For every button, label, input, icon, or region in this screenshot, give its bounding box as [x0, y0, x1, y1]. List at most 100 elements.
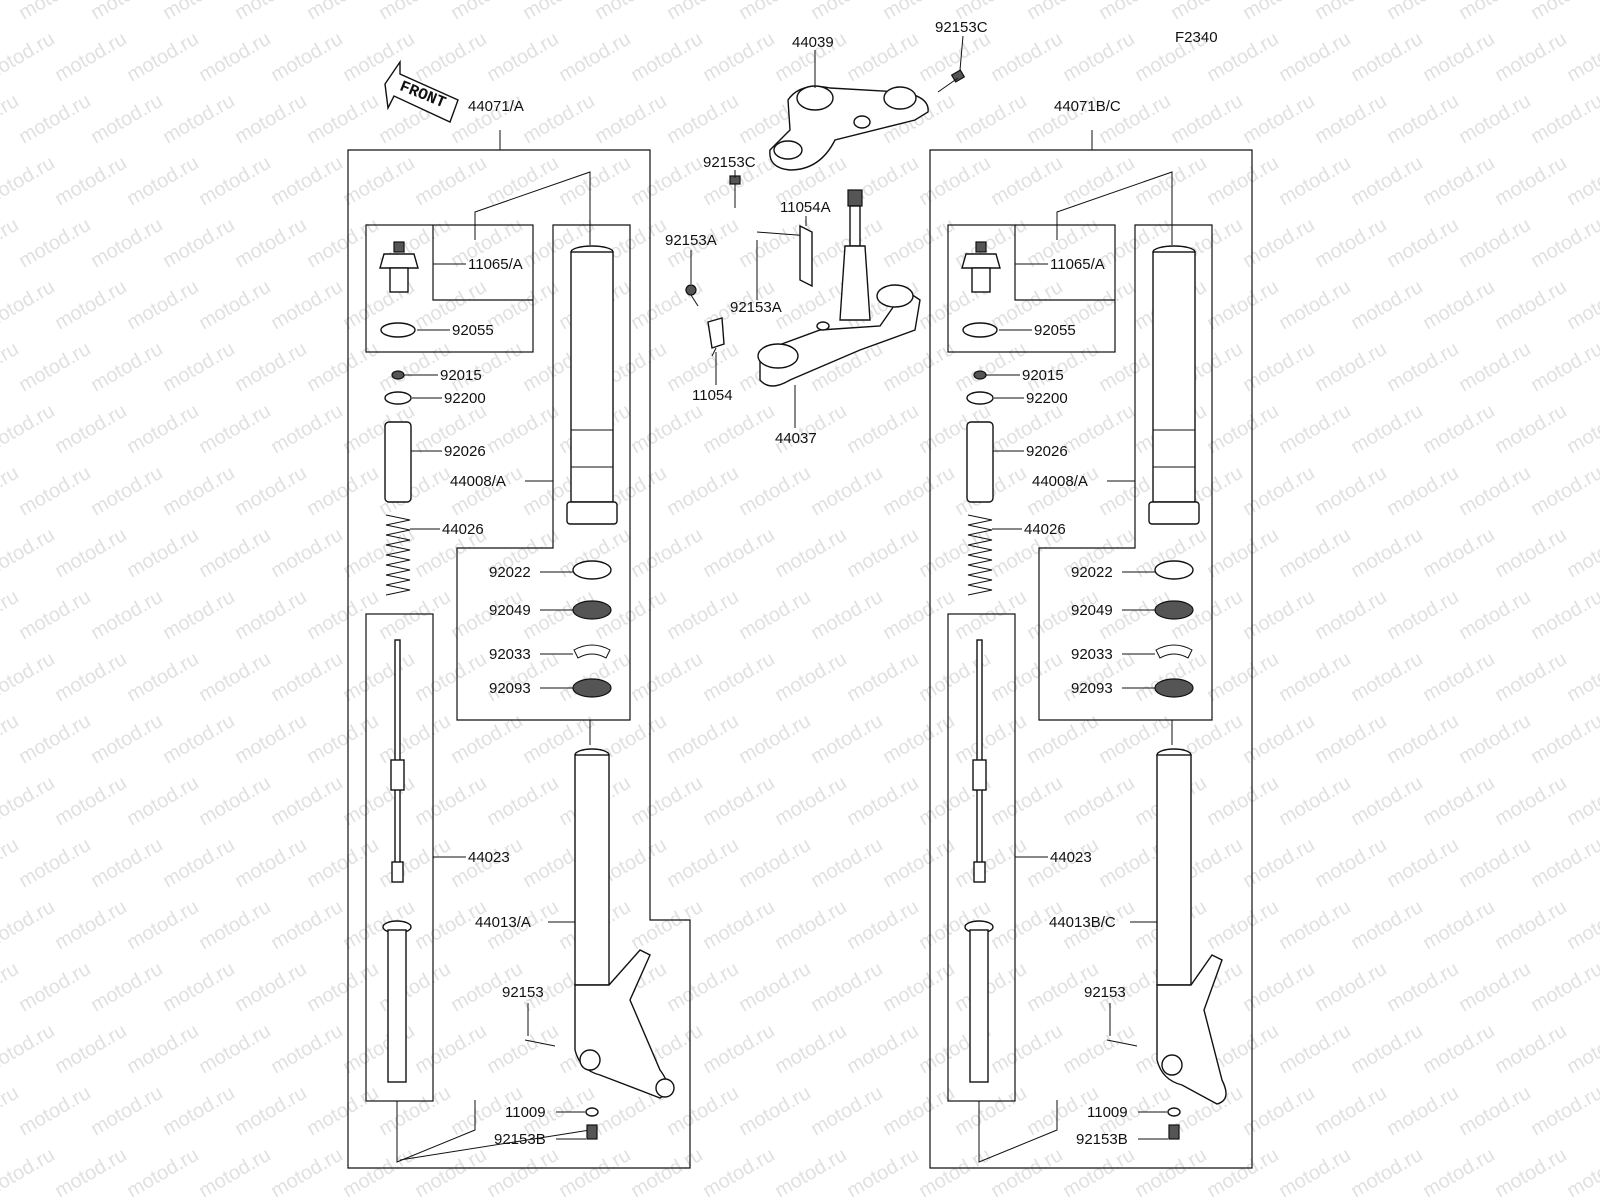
watermark-text: motod.ru: [915, 152, 994, 211]
watermark-text: motod.ru: [1347, 1020, 1426, 1079]
watermark-text: motod.ru: [87, 958, 166, 1017]
watermark-text: motod.ru: [1563, 152, 1600, 211]
watermark-text: motod.ru: [1275, 648, 1354, 707]
watermark-text: motod.ru: [627, 28, 706, 87]
watermark-text: motod.ru: [0, 276, 58, 335]
watermark-text: motod.ru: [663, 1082, 742, 1141]
watermark-text: motod.ru: [267, 152, 346, 211]
watermark-text: motod.ru: [1311, 710, 1390, 769]
watermark-text: motod.ru: [951, 834, 1030, 893]
watermark-text: motod.ru: [231, 958, 310, 1017]
watermark-text: motod.ru: [0, 896, 58, 955]
watermark-text: motod.ru: [195, 28, 274, 87]
right-label-spacer: 92026: [1026, 443, 1068, 460]
watermark-text: motod.ru: [627, 1144, 706, 1200]
watermark-text: motod.ru: [951, 90, 1030, 149]
left-fork-frame: [347, 149, 691, 1169]
watermark-text: motod.ru: [303, 338, 382, 397]
watermark-text: motod.ru: [231, 0, 310, 24]
watermark-text: motod.ru: [1311, 90, 1390, 149]
left-fork-assembly: 44071/A: [347, 98, 691, 1169]
watermark-text: motod.ru: [231, 586, 310, 645]
watermark-text: motod.ru: [159, 214, 238, 273]
watermark-text: motod.ru: [843, 648, 922, 707]
watermark-text: motod.ru: [51, 276, 130, 335]
watermark-text: motod.ru: [771, 1144, 850, 1200]
watermark-text: motod.ru: [1311, 462, 1390, 521]
watermark-text: motod.ru: [1383, 0, 1462, 24]
watermark-text: motod.ru: [1239, 1082, 1318, 1141]
watermark-text: motod.ru: [1275, 152, 1354, 211]
watermark-text: motod.ru: [0, 462, 22, 521]
right-circlip: [1155, 644, 1193, 659]
watermark-text: motod.ru: [15, 834, 94, 893]
watermark-text: motod.ru: [1455, 834, 1534, 893]
right-damper-tube: [964, 920, 994, 1083]
left-oring: [380, 322, 416, 338]
watermark-text: motod.ru: [411, 152, 490, 211]
watermark-text: motod.ru: [1527, 214, 1600, 273]
watermark-text: motod.ru: [1527, 958, 1600, 1017]
watermark-text: motod.ru: [987, 772, 1066, 831]
left-label-nut: 92015: [440, 367, 482, 384]
watermark-text: motod.ru: [159, 834, 238, 893]
watermark-text: motod.ru: [771, 648, 850, 707]
watermark-text: motod.ru: [843, 1144, 922, 1200]
watermark-text: motod.ru: [1275, 1020, 1354, 1079]
left-washer: [384, 391, 412, 405]
watermark-text: motod.ru: [1275, 400, 1354, 459]
watermark-text: motod.ru: [1563, 648, 1600, 707]
watermark-text: motod.ru: [843, 772, 922, 831]
watermark-text: motod.ru: [15, 1082, 94, 1141]
watermark-text: motod.ru: [0, 772, 58, 831]
left-label-cartridge: 44023: [468, 849, 510, 866]
watermark-text: motod.ru: [411, 772, 490, 831]
watermark-text: motod.ru: [663, 90, 742, 149]
watermark-text: motod.ru: [267, 772, 346, 831]
watermark-text: motod.ru: [0, 152, 58, 211]
watermark-text: motod.ru: [915, 524, 994, 583]
watermark-text: motod.ru: [1455, 338, 1534, 397]
diagram-code: F2340: [1175, 29, 1218, 46]
watermark-text: motod.ru: [51, 648, 130, 707]
watermark-text: motod.ru: [375, 710, 454, 769]
watermark-text: motod.ru: [1347, 1144, 1426, 1200]
left-spring: [385, 514, 411, 596]
watermark-text: motod.ru: [1203, 400, 1282, 459]
watermark-text: motod.ru: [375, 0, 454, 24]
watermark-text: motod.ru: [303, 214, 382, 273]
watermark-text: motod.ru: [627, 772, 706, 831]
watermark-text: motod.ru: [123, 28, 202, 87]
watermark-text: motod.ru: [699, 28, 778, 87]
right-nut: [973, 370, 987, 380]
watermark-text: motod.ru: [1275, 772, 1354, 831]
left-axle-bolt: [524, 1039, 556, 1047]
left-label-cap: 11065/A: [468, 256, 523, 273]
watermark-text: motod.ru: [1203, 276, 1282, 335]
left-oil-seal: [572, 600, 612, 620]
watermark-text: motod.ru: [555, 28, 634, 87]
watermark-text: motod.ru: [807, 834, 886, 893]
watermark-text: motod.ru: [159, 586, 238, 645]
watermark-text: motod.ru: [159, 90, 238, 149]
watermark-text: motod.ru: [231, 90, 310, 149]
clamp-11054a: [756, 224, 813, 288]
right-label-bushing: 92022: [1071, 564, 1113, 581]
watermark-text: motod.ru: [1311, 958, 1390, 1017]
watermark-text: motod.ru: [1311, 834, 1390, 893]
left-bushing: [572, 560, 612, 580]
watermark-text: motod.ru: [159, 958, 238, 1017]
watermark-text: motod.ru: [771, 524, 850, 583]
watermark-text: motod.ru: [663, 0, 742, 24]
label-92153a-left: 92153A: [665, 232, 717, 249]
watermark-text: motod.ru: [267, 896, 346, 955]
watermark-text: motod.ru: [1131, 648, 1210, 707]
right-bottom-bolt: [1168, 1124, 1180, 1140]
watermark-text: motod.ru: [0, 586, 22, 645]
watermark-text: motod.ru: [1239, 0, 1318, 24]
watermark-text: motod.ru: [339, 648, 418, 707]
left-damper-tube: [382, 920, 412, 1083]
watermark-text: motod.ru: [1383, 586, 1462, 645]
watermark-text: motod.ru: [951, 958, 1030, 1017]
watermark-text: motod.ru: [807, 0, 886, 24]
